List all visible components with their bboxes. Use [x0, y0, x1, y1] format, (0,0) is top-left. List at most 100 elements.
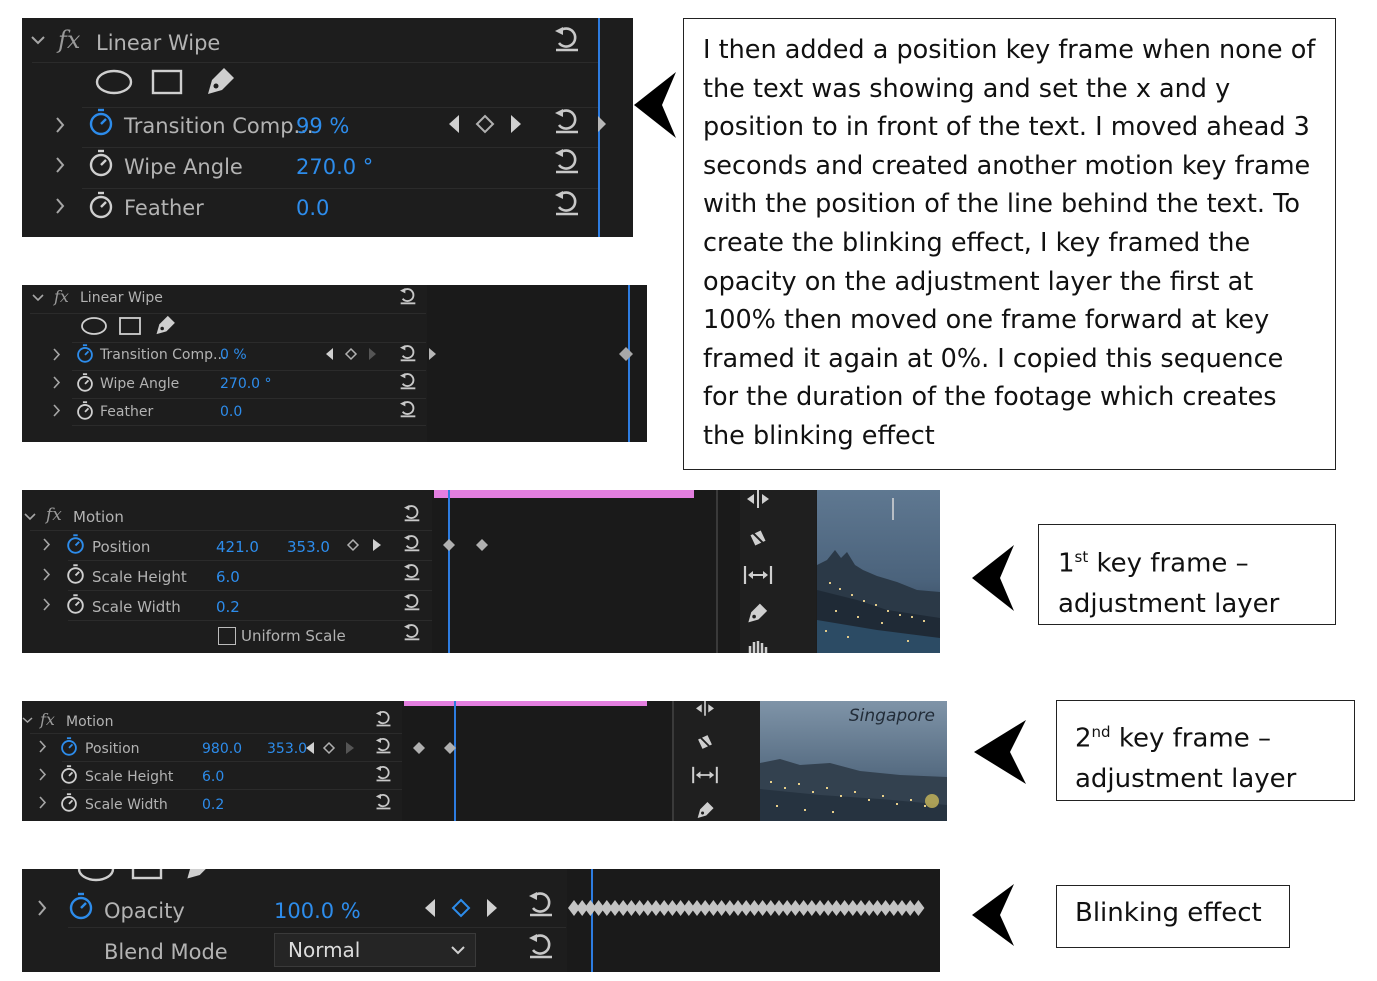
- slip-tool-icon[interactable]: [690, 765, 720, 785]
- ripple-edit-tool-icon[interactable]: [692, 701, 718, 719]
- program-monitor-preview[interactable]: Singapore: [760, 701, 947, 821]
- hand-tool-icon[interactable]: [746, 638, 770, 653]
- reset-icon[interactable]: [402, 503, 422, 523]
- pen-mask-icon[interactable]: [202, 64, 238, 98]
- keyframe-diamond-icon[interactable]: [732, 900, 744, 916]
- stopwatch-icon[interactable]: [76, 400, 94, 421]
- razor-tool-icon[interactable]: [694, 731, 716, 753]
- keyframe-diamond-icon[interactable]: [592, 900, 605, 916]
- stopwatch-icon[interactable]: [60, 736, 78, 757]
- keyframe-diamond-icon[interactable]: [838, 900, 851, 916]
- keyframe-diamond-icon[interactable]: [443, 741, 457, 755]
- keyframe-diamond-icon[interactable]: [691, 900, 703, 916]
- opacity-value[interactable]: 100.0 %: [274, 899, 361, 923]
- keyframe-diamond-icon[interactable]: [674, 900, 687, 916]
- keyframe-diamond-icon[interactable]: [618, 346, 634, 362]
- keyframe-diamond-icon[interactable]: [871, 900, 884, 916]
- keyframe-diamond-icon[interactable]: [723, 900, 736, 916]
- chevron-right-icon[interactable]: [52, 348, 61, 361]
- playhead[interactable]: [628, 285, 630, 442]
- keyframe-marker-icon[interactable]: [596, 114, 608, 134]
- keyframe-diamond-icon[interactable]: [617, 900, 630, 916]
- playhead[interactable]: [454, 701, 456, 821]
- keyframe-diamond-icon[interactable]: [633, 900, 646, 916]
- property-value-y[interactable]: 353.0: [267, 741, 308, 757]
- property-value[interactable]: 270.0 °: [296, 155, 374, 179]
- chevron-right-icon[interactable]: [54, 116, 66, 134]
- reset-icon[interactable]: [402, 562, 422, 582]
- clip-bar[interactable]: [434, 490, 694, 498]
- playhead[interactable]: [591, 869, 593, 972]
- rectangle-mask-icon[interactable]: [118, 316, 142, 336]
- reset-icon[interactable]: [552, 146, 582, 176]
- ripple-edit-tool-icon[interactable]: [744, 490, 772, 512]
- keyframe-diamond-icon[interactable]: [346, 538, 360, 552]
- keyframe-diamond-icon[interactable]: [904, 900, 917, 916]
- keyframe-diamond-icon[interactable]: [625, 900, 638, 916]
- keyframe-diamond-icon[interactable]: [797, 900, 810, 916]
- chevron-down-icon[interactable]: [30, 34, 46, 46]
- keyframe-diamond-icon[interactable]: [658, 900, 671, 916]
- keyframe-diamond-icon[interactable]: [584, 900, 597, 916]
- keyframe-diamond-icon[interactable]: [344, 347, 358, 361]
- keyframe-diamond-icon[interactable]: [879, 900, 892, 916]
- reset-icon[interactable]: [402, 533, 422, 553]
- keyframe-diamond-icon[interactable]: [781, 900, 794, 916]
- chevron-down-icon[interactable]: [32, 293, 44, 302]
- keyframe-diamond-icon[interactable]: [805, 900, 818, 916]
- reset-icon[interactable]: [398, 286, 418, 306]
- keyframe-strip[interactable]: [568, 897, 928, 919]
- reset-icon[interactable]: [526, 931, 556, 961]
- keyframe-diamond-icon[interactable]: [912, 900, 925, 916]
- keyframe-diamond-icon[interactable]: [475, 538, 489, 552]
- uniform-scale-checkbox[interactable]: [218, 627, 236, 645]
- fx-icon[interactable]: fx: [40, 710, 55, 729]
- program-monitor-preview[interactable]: [817, 490, 940, 653]
- keyframe-diamond-icon[interactable]: [896, 900, 908, 916]
- keyframe-diamond-icon[interactable]: [715, 900, 728, 916]
- stopwatch-icon[interactable]: [76, 372, 94, 393]
- rectangle-mask-icon[interactable]: [150, 68, 184, 96]
- ellipse-mask-icon[interactable]: [80, 316, 108, 336]
- stopwatch-icon[interactable]: [88, 107, 114, 137]
- reset-icon[interactable]: [402, 592, 422, 612]
- property-value-x[interactable]: 421.0: [216, 538, 259, 556]
- keyframe-diamond-icon[interactable]: [707, 900, 720, 916]
- clip-bar[interactable]: [404, 701, 647, 706]
- keyframe-diamond-icon[interactable]: [641, 900, 654, 916]
- keyframe-diamond-icon[interactable]: [789, 900, 802, 916]
- next-keyframe-icon[interactable]: [484, 897, 500, 919]
- keyframe-diamond-icon[interactable]: [748, 900, 761, 916]
- stopwatch-icon[interactable]: [66, 533, 85, 555]
- blend-mode-dropdown[interactable]: Normal: [274, 933, 476, 967]
- chevron-right-icon[interactable]: [42, 568, 51, 581]
- pen-mask-icon[interactable]: [182, 869, 214, 883]
- keyframe-diamond-icon[interactable]: [756, 900, 769, 916]
- prev-keyframe-icon[interactable]: [422, 897, 438, 919]
- keyframe-diamond-icon[interactable]: [609, 900, 621, 916]
- property-value[interactable]: 0.0: [220, 404, 243, 420]
- property-value[interactable]: 6.0: [216, 568, 240, 586]
- next-keyframe-icon[interactable]: [372, 538, 382, 552]
- chevron-right-icon[interactable]: [52, 404, 61, 417]
- chevron-down-icon[interactable]: [22, 716, 33, 724]
- reset-icon[interactable]: [552, 106, 582, 136]
- property-value[interactable]: 0.2: [216, 598, 240, 616]
- keyframe-marker-icon[interactable]: [428, 347, 437, 361]
- stopwatch-icon[interactable]: [68, 891, 94, 921]
- chevron-down-icon[interactable]: [24, 512, 36, 521]
- next-keyframe-icon[interactable]: [508, 113, 524, 135]
- reset-icon[interactable]: [398, 371, 418, 391]
- chevron-right-icon[interactable]: [54, 197, 66, 215]
- reset-icon[interactable]: [552, 24, 582, 54]
- pen-mask-icon[interactable]: [152, 313, 178, 337]
- stopwatch-icon[interactable]: [66, 593, 85, 615]
- keyframe-diamond-icon[interactable]: [322, 741, 336, 755]
- stopwatch-icon[interactable]: [60, 764, 78, 785]
- keyframe-diamond-icon[interactable]: [863, 900, 876, 916]
- keyframe-diamond-icon[interactable]: [846, 900, 859, 916]
- reset-icon[interactable]: [374, 736, 393, 755]
- fx-icon[interactable]: fx: [46, 505, 62, 525]
- keyframe-diamond-icon[interactable]: [822, 900, 835, 916]
- keyframe-diamond-icon[interactable]: [576, 900, 589, 916]
